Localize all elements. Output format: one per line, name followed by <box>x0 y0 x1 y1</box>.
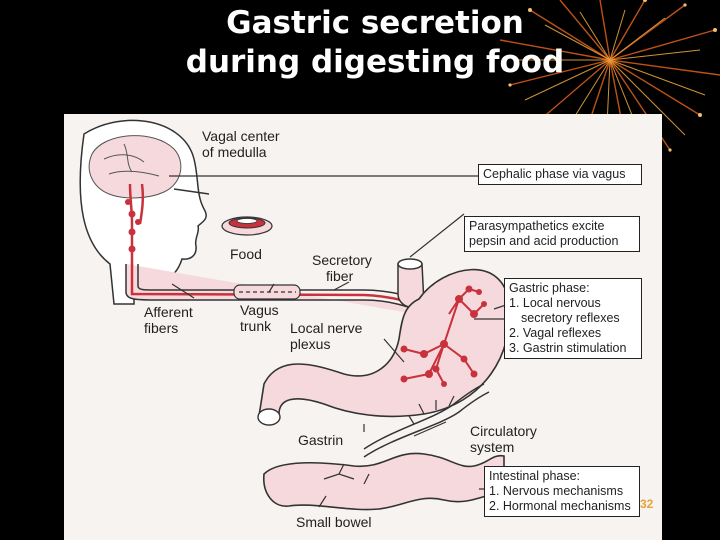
intestinal-phase-item-1: 1. Nervous mechanisms <box>489 484 624 498</box>
food-label: Food <box>230 246 262 262</box>
gastric-phase-item-1: 1. Local nervous <box>509 296 601 310</box>
afferent-fibers-line-1: Afferent <box>144 304 193 320</box>
afferent-fibers-line-2: fibers <box>144 320 179 336</box>
vagal-center-line-2: of medulla <box>202 144 267 160</box>
gastric-phase-box: Gastric phase: 1. Local nervous secretor… <box>504 278 642 359</box>
secretory-fiber-line-1: Secretory <box>312 252 372 268</box>
slide-title-line-2: during digesting food <box>185 44 565 80</box>
small-bowel-label: Small bowel <box>296 514 372 530</box>
gastric-secretion-diagram: Vagal center of medulla Food Secretory f… <box>64 114 662 540</box>
intestinal-phase-item-2: 2. Hormonal mechanisms <box>489 499 631 513</box>
circulatory-system-label: Circulatory system <box>470 423 537 455</box>
vagal-center-label: Vagal center of medulla <box>202 128 280 160</box>
vagus-trunk-line-1: Vagus <box>240 302 279 318</box>
local-nerve-plexus-label: Local nerve plexus <box>290 320 362 352</box>
diagram-drawing <box>79 119 511 511</box>
cephalic-phase-box: Cephalic phase via vagus <box>478 164 642 185</box>
gastric-phase-item-2: 2. Vagal reflexes <box>509 326 602 340</box>
slide-title-line-1: Gastric secretion <box>226 5 524 41</box>
local-nerve-plexus-line-1: Local nerve <box>290 320 363 336</box>
circulatory-system-line-2: system <box>470 439 515 455</box>
gastric-phase-item-3: 3. Gastrin stimulation <box>509 341 627 355</box>
intestinal-phase-box: Intestinal phase: 1. Nervous mechanisms … <box>484 466 640 517</box>
afferent-fibers-label: Afferent fibers <box>144 304 193 336</box>
brain-icon <box>88 135 182 199</box>
secretory-fiber-line-2: fiber <box>326 268 354 284</box>
vagus-trunk-line-2: trunk <box>240 318 272 334</box>
cephalic-phase-text: Cephalic phase via vagus <box>483 167 626 181</box>
gastric-phase-item-1b: secretory reflexes <box>521 311 620 325</box>
page-number: 32 <box>640 497 654 511</box>
food-icon <box>221 216 273 236</box>
gastric-phase-title: Gastric phase: <box>509 281 590 295</box>
parasympathetics-line-2: pepsin and acid production <box>469 234 619 248</box>
vagus-trunk-label: Vagus trunk <box>240 302 279 334</box>
secretory-fiber-label: Secretory fiber <box>312 252 372 284</box>
parasympathetics-box: Parasympathetics excite pepsin and acid … <box>464 216 640 252</box>
gastrin-label: Gastrin <box>298 432 344 448</box>
circulatory-system-line-1: Circulatory <box>470 423 537 439</box>
vagal-center-line-1: Vagal center <box>202 128 280 144</box>
intestinal-phase-title: Intestinal phase: <box>489 469 581 483</box>
small-bowel-icon <box>263 452 505 511</box>
slide-title: Gastric secretion during digesting food <box>150 4 600 82</box>
parasympathetics-line-1: Parasympathetics excite <box>469 219 605 233</box>
local-nerve-plexus-line-2: plexus <box>290 336 331 352</box>
